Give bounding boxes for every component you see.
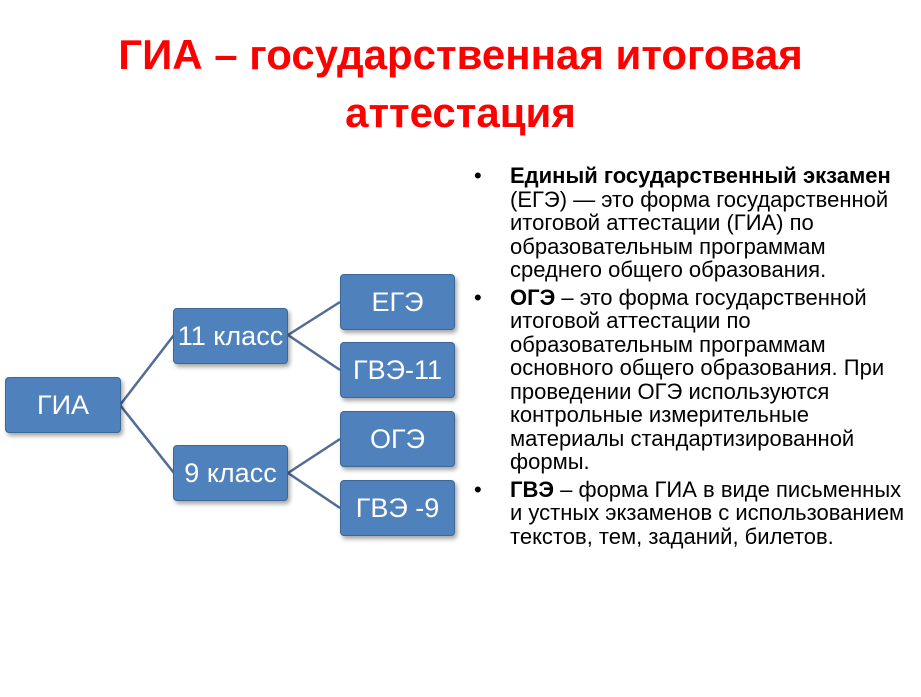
connector-9-to-gve9	[287, 471, 341, 510]
title-line-2: аттестация	[345, 89, 576, 136]
bullet-icon: •	[474, 476, 482, 502]
node-gve-11: ГВЭ-11	[340, 342, 455, 398]
node-gve-9-label: ГВЭ -9	[355, 492, 440, 523]
title-line-1: ГИА – государственная итоговая	[118, 31, 803, 78]
node-11-class-label: 11 класс	[177, 320, 284, 351]
term-ege: Единый государственный экзамен	[510, 163, 891, 188]
node-ege-label: ЕГЭ	[371, 286, 424, 317]
definition-ege: (ЕГЭ) — это форма государственной итогов…	[510, 186, 889, 282]
node-oge: ОГЭ	[340, 411, 455, 467]
node-9-class-label: 9 класс	[184, 457, 277, 488]
list-item-oge: • ОГЭ – это форма государственной итогов…	[468, 284, 913, 474]
page-title: ГИА – государственная итоговая аттестаци…	[0, 26, 921, 142]
definition-gve: – форма ГИА в виде письменных и устных э…	[510, 476, 905, 549]
bullet-icon: •	[474, 163, 482, 188]
connector-9-to-oge	[287, 437, 341, 475]
connector-11-to-gve11	[287, 333, 341, 372]
term-gve: ГВЭ	[510, 476, 555, 502]
connector-root-to-9	[119, 404, 175, 474]
bullet-icon: •	[474, 284, 482, 310]
list-item-ege: • Единый государственный экзамен (ЕГЭ) —…	[468, 164, 913, 282]
node-gia: ГИА	[5, 377, 121, 433]
node-ege: ЕГЭ	[340, 274, 455, 330]
node-oge-label: ОГЭ	[369, 423, 426, 454]
node-9-class: 9 класс	[173, 445, 288, 501]
definition-oge: – это форма государственной итоговой атт…	[510, 284, 885, 474]
term-oge: ОГЭ	[510, 284, 556, 310]
connector-root-to-11	[119, 334, 175, 406]
node-gia-label: ГИА	[36, 389, 90, 420]
definitions-list: • Единый государственный экзамен (ЕГЭ) —…	[468, 164, 913, 552]
node-11-class: 11 класс	[173, 308, 288, 364]
node-gve-11-label: ГВЭ-11	[352, 354, 443, 385]
node-gve-9: ГВЭ -9	[340, 480, 455, 536]
connector-11-to-ege	[287, 300, 341, 337]
list-item-gve: • ГВЭ – форма ГИА в виде письменных и ус…	[468, 476, 913, 549]
